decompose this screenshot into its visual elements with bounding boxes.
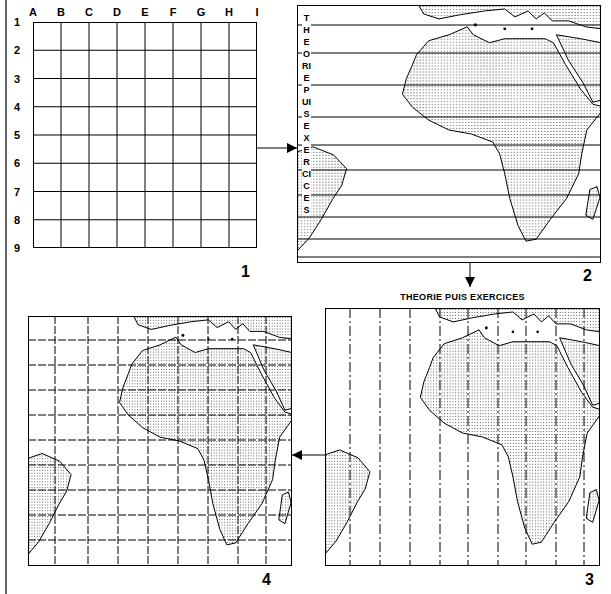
row-number: 7: [14, 186, 20, 197]
panel-frame: [297, 5, 601, 263]
step-arrow: [470, 263, 471, 287]
row-number: 5: [14, 130, 20, 141]
panel-caption: THEORIE PUIS EXERCICES: [325, 292, 600, 303]
map-panel: 1: [33, 22, 257, 248]
meridian-lines: [350, 308, 584, 566]
column-letter: A: [29, 7, 37, 18]
column-letter: B: [57, 7, 65, 18]
column-letter: E: [141, 7, 148, 18]
panel-caption: THEORIE PUIS EXERCICES: [302, 12, 311, 216]
column-letter: F: [170, 7, 177, 18]
outer-frame: [5, 0, 6, 594]
africa-map: [28, 316, 292, 554]
step-arrow: [292, 455, 325, 456]
parallel-lines: [297, 25, 601, 257]
row-number: 4: [14, 101, 20, 112]
grid-lines: [33, 22, 257, 248]
panel-number: 2: [583, 268, 592, 284]
column-letter: G: [197, 7, 206, 18]
row-number: 1: [14, 17, 20, 28]
column-letter: I: [255, 7, 258, 18]
map-panel: 4: [28, 316, 292, 566]
row-number: 6: [14, 158, 20, 169]
panel-frame: [325, 308, 600, 566]
column-letter: D: [113, 7, 121, 18]
map-panel: THEORIE PUIS EXERCICES3: [325, 287, 600, 566]
panel-number: 1: [241, 264, 250, 280]
row-number: 2: [14, 45, 20, 56]
step-arrow: [257, 148, 297, 149]
column-letter: H: [225, 7, 233, 18]
panel-number: 3: [585, 572, 594, 588]
panel-number: 4: [262, 572, 271, 588]
row-number: 8: [14, 214, 20, 225]
map-panel: THEORIE PUIS EXERCICES2: [297, 5, 601, 263]
row-number: 9: [14, 243, 20, 254]
row-number: 3: [14, 73, 20, 84]
panel-frame: [33, 22, 257, 248]
map-grid-lines: [28, 316, 292, 566]
africa-map: [297, 5, 601, 251]
panel-frame: [28, 316, 292, 566]
column-letter: C: [85, 7, 93, 18]
africa-map: [325, 308, 600, 554]
